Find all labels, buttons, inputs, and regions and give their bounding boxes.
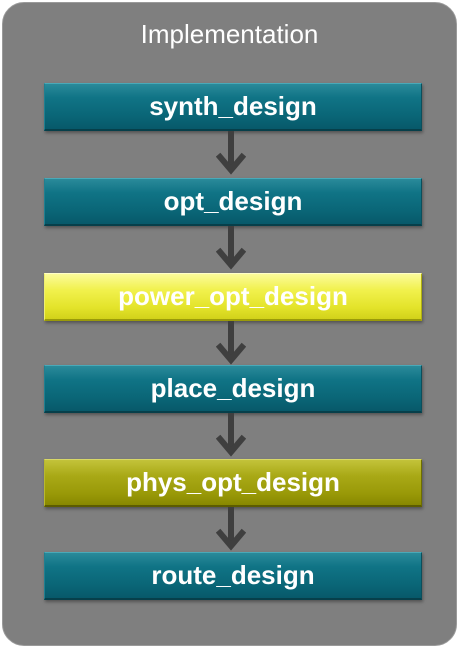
step-place-design[interactable]: place_design <box>44 365 422 413</box>
step-phys-opt-design[interactable]: phys_opt_design <box>44 459 422 507</box>
step-opt-design[interactable]: opt_design <box>44 178 422 226</box>
step-power-opt-design[interactable]: power_opt_design <box>44 273 422 321</box>
down-arrow-icon <box>216 226 246 270</box>
down-arrow-icon <box>216 507 246 551</box>
step-synth-design[interactable]: synth_design <box>44 83 422 131</box>
panel-title: Implementation <box>140 19 319 49</box>
down-arrow-icon <box>216 413 246 457</box>
down-arrow-icon <box>216 321 246 365</box>
step-route-design[interactable]: route_design <box>44 552 422 600</box>
down-arrow-icon <box>216 131 246 175</box>
